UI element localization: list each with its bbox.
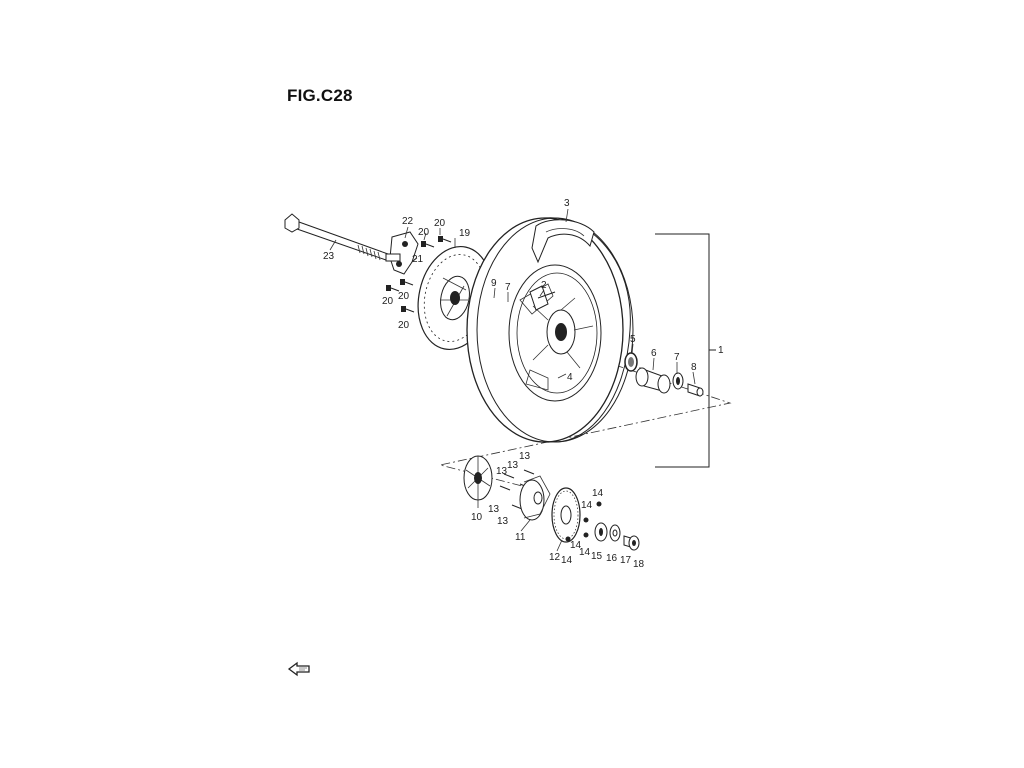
callout-13: 13 bbox=[507, 460, 519, 471]
leader-lines bbox=[329, 208, 696, 552]
callout-10: 10 bbox=[471, 512, 483, 523]
callout-9: 9 bbox=[491, 278, 497, 289]
callout-7: 7 bbox=[505, 282, 511, 293]
callout-20: 20 bbox=[382, 296, 394, 307]
figure-title: FIG.C28 bbox=[287, 86, 353, 105]
part-callouts: 1 2 3 4 5 6 7 7 8 9 10 11 12 13 13 13 13… bbox=[323, 198, 724, 570]
bolts-20 bbox=[386, 236, 452, 313]
right-hub-bearings bbox=[594, 522, 640, 551]
wheel-and-tire bbox=[466, 217, 634, 443]
assembly-bracket bbox=[655, 233, 716, 468]
callout-13: 13 bbox=[496, 466, 508, 477]
callout-13: 13 bbox=[497, 516, 509, 527]
callout-2: 2 bbox=[541, 280, 547, 291]
callout-23: 23 bbox=[323, 251, 335, 262]
caliper-bracket bbox=[385, 231, 419, 275]
callout-17: 17 bbox=[620, 555, 632, 566]
callout-13: 13 bbox=[519, 451, 531, 462]
callout-18: 18 bbox=[633, 559, 645, 570]
callout-8: 8 bbox=[691, 362, 697, 373]
callout-11: 11 bbox=[515, 532, 526, 543]
callout-14: 14 bbox=[579, 547, 591, 558]
callout-6: 6 bbox=[651, 348, 657, 359]
sprocket-hub bbox=[519, 475, 551, 521]
callout-15: 15 bbox=[591, 551, 603, 562]
callout-14: 14 bbox=[592, 488, 604, 499]
callout-7: 7 bbox=[674, 352, 680, 363]
axle-shaft bbox=[284, 213, 389, 261]
right-side-spacers bbox=[624, 352, 704, 397]
callout-1: 1 bbox=[718, 345, 724, 356]
callout-3: 3 bbox=[564, 198, 570, 209]
front-direction-arrow-icon bbox=[287, 661, 310, 677]
callout-20: 20 bbox=[434, 218, 446, 229]
callout-16: 16 bbox=[606, 553, 618, 564]
callout-19: 19 bbox=[459, 228, 471, 239]
callout-20: 20 bbox=[418, 227, 430, 238]
callout-12: 12 bbox=[549, 552, 561, 563]
callout-22: 22 bbox=[402, 216, 414, 227]
inner-tube bbox=[531, 219, 595, 264]
callout-14: 14 bbox=[581, 500, 593, 511]
rear-sprocket bbox=[551, 487, 581, 543]
valve-stem bbox=[529, 285, 556, 311]
sprocket-nuts bbox=[565, 501, 602, 542]
callout-20: 20 bbox=[398, 320, 410, 331]
hub-damper bbox=[463, 455, 493, 501]
callout-14: 14 bbox=[561, 555, 573, 566]
callout-20: 20 bbox=[398, 291, 410, 302]
callout-5: 5 bbox=[630, 334, 636, 345]
callout-21: 21 bbox=[412, 254, 424, 265]
callout-4: 4 bbox=[567, 372, 573, 383]
callout-14: 14 bbox=[570, 540, 582, 551]
callout-13: 13 bbox=[488, 504, 500, 515]
